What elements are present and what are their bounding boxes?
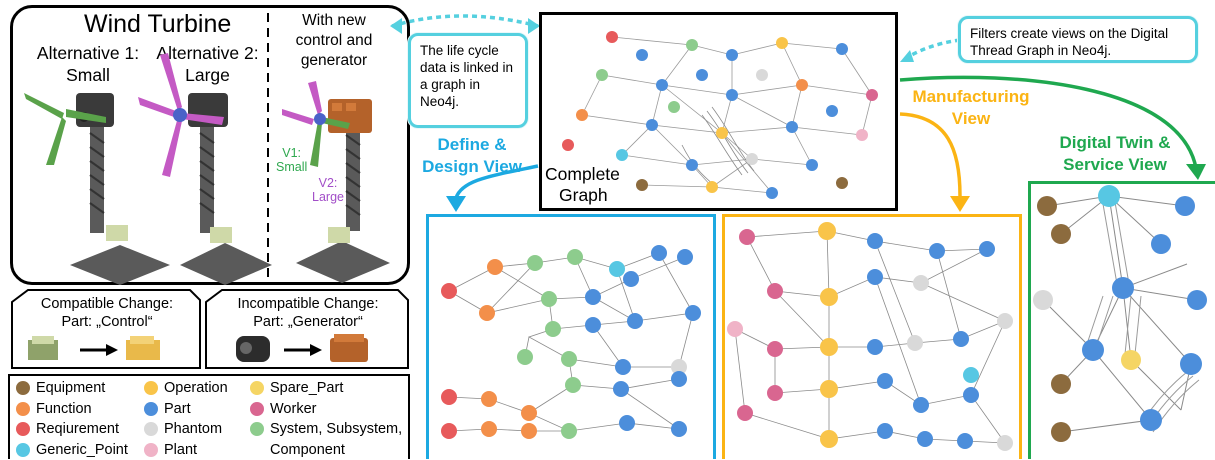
callout-filters: Filters create views on the Digital Thre… — [958, 16, 1198, 63]
manufacturing-line2: View — [896, 108, 1046, 130]
dashed-connector-left — [392, 16, 538, 26]
manufacturing-line1: Manufacturing — [896, 86, 1046, 108]
dashed-connector-right — [906, 40, 960, 58]
complete-graph-label: Complete Graph — [542, 164, 623, 206]
manufacturing-graph — [725, 217, 1019, 459]
manufacturing-arrowhead — [950, 196, 970, 212]
dashed-arrowhead-right — [900, 50, 914, 62]
callout-lifecycle: The life cycle data is linked in a graph… — [408, 33, 528, 128]
digital-twin-line1: Digital Twin & — [1040, 132, 1190, 154]
define-design-graph — [429, 217, 713, 459]
manufacturing-nodes — [727, 222, 1013, 451]
dashed-arrowhead-left-a — [390, 18, 402, 34]
define-design-view-title: Define & Design View — [412, 134, 532, 178]
define-arrowhead — [446, 196, 466, 212]
manufacturing-view-title: Manufacturing View — [896, 86, 1046, 130]
digital-twin-view-title: Digital Twin & Service View — [1040, 132, 1190, 176]
define-design-nodes — [441, 245, 701, 439]
complete-graph-line1: Complete — [545, 164, 620, 185]
digital-twin-nodes — [1033, 185, 1207, 442]
digital-twin-graph — [1031, 184, 1215, 459]
define-design-line1: Define & — [412, 134, 532, 156]
complete-graph-line2: Graph — [545, 185, 620, 206]
digital-twin-line2: Service View — [1040, 154, 1190, 176]
define-design-line2: Design View — [412, 156, 532, 178]
